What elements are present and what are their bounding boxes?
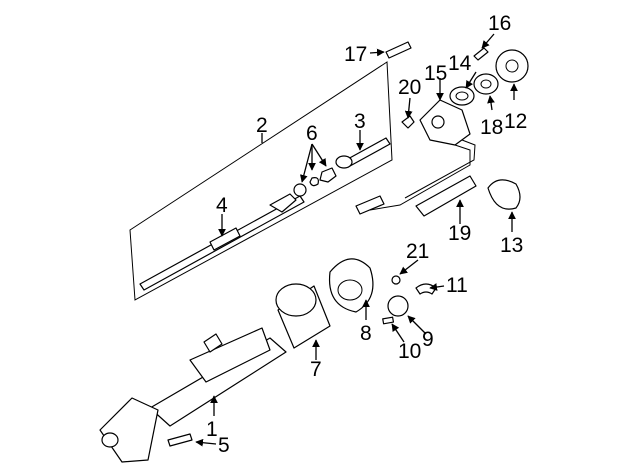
turn-signal-switch <box>355 99 476 215</box>
callout-16: 16 <box>488 12 511 35</box>
callout-2: 2 <box>256 114 268 137</box>
callout-6: 6 <box>306 122 318 145</box>
callout-7: 7 <box>310 358 322 381</box>
callout-17: 17 <box>344 43 367 66</box>
canceling-cam <box>449 86 475 106</box>
part-11 <box>415 283 437 295</box>
lower-shaft <box>139 193 305 291</box>
retainer-16 <box>473 47 489 61</box>
callout-21: 21 <box>406 240 429 263</box>
column-jacket <box>99 327 287 463</box>
callouts: 1 2 3 4 5 6 7 8 9 10 11 12 13 14 15 16 1… <box>206 12 527 457</box>
cover-13 <box>487 179 521 210</box>
hub-18 <box>473 73 499 95</box>
callout-18: 18 <box>480 116 503 139</box>
pin-17 <box>385 41 412 59</box>
callout-19: 19 <box>448 222 471 245</box>
housing-8 <box>328 258 374 313</box>
callout-4: 4 <box>216 194 228 217</box>
part-9 <box>387 295 409 317</box>
leader-lines <box>195 33 518 447</box>
shaft-group-panel <box>129 61 393 301</box>
cylinder-7 <box>275 283 331 349</box>
callout-8: 8 <box>360 322 372 345</box>
callout-15: 15 <box>424 62 447 85</box>
callout-13: 13 <box>500 234 523 257</box>
part-10 <box>382 316 395 325</box>
upper-shaft <box>335 137 391 169</box>
callout-3: 3 <box>354 110 366 133</box>
clip-5 <box>167 433 193 447</box>
lock-plate-12 <box>495 49 529 83</box>
cover-19 <box>415 175 477 217</box>
callout-14: 14 <box>448 52 472 75</box>
callout-5: 5 <box>218 434 230 457</box>
callout-20: 20 <box>398 76 421 99</box>
callout-9: 9 <box>422 328 434 351</box>
callout-12: 12 <box>504 110 527 133</box>
part-21 <box>391 275 401 285</box>
callout-11: 11 <box>446 274 468 297</box>
callout-1: 1 <box>206 418 218 441</box>
bearing-parts <box>293 167 337 197</box>
callout-10: 10 <box>398 340 421 363</box>
